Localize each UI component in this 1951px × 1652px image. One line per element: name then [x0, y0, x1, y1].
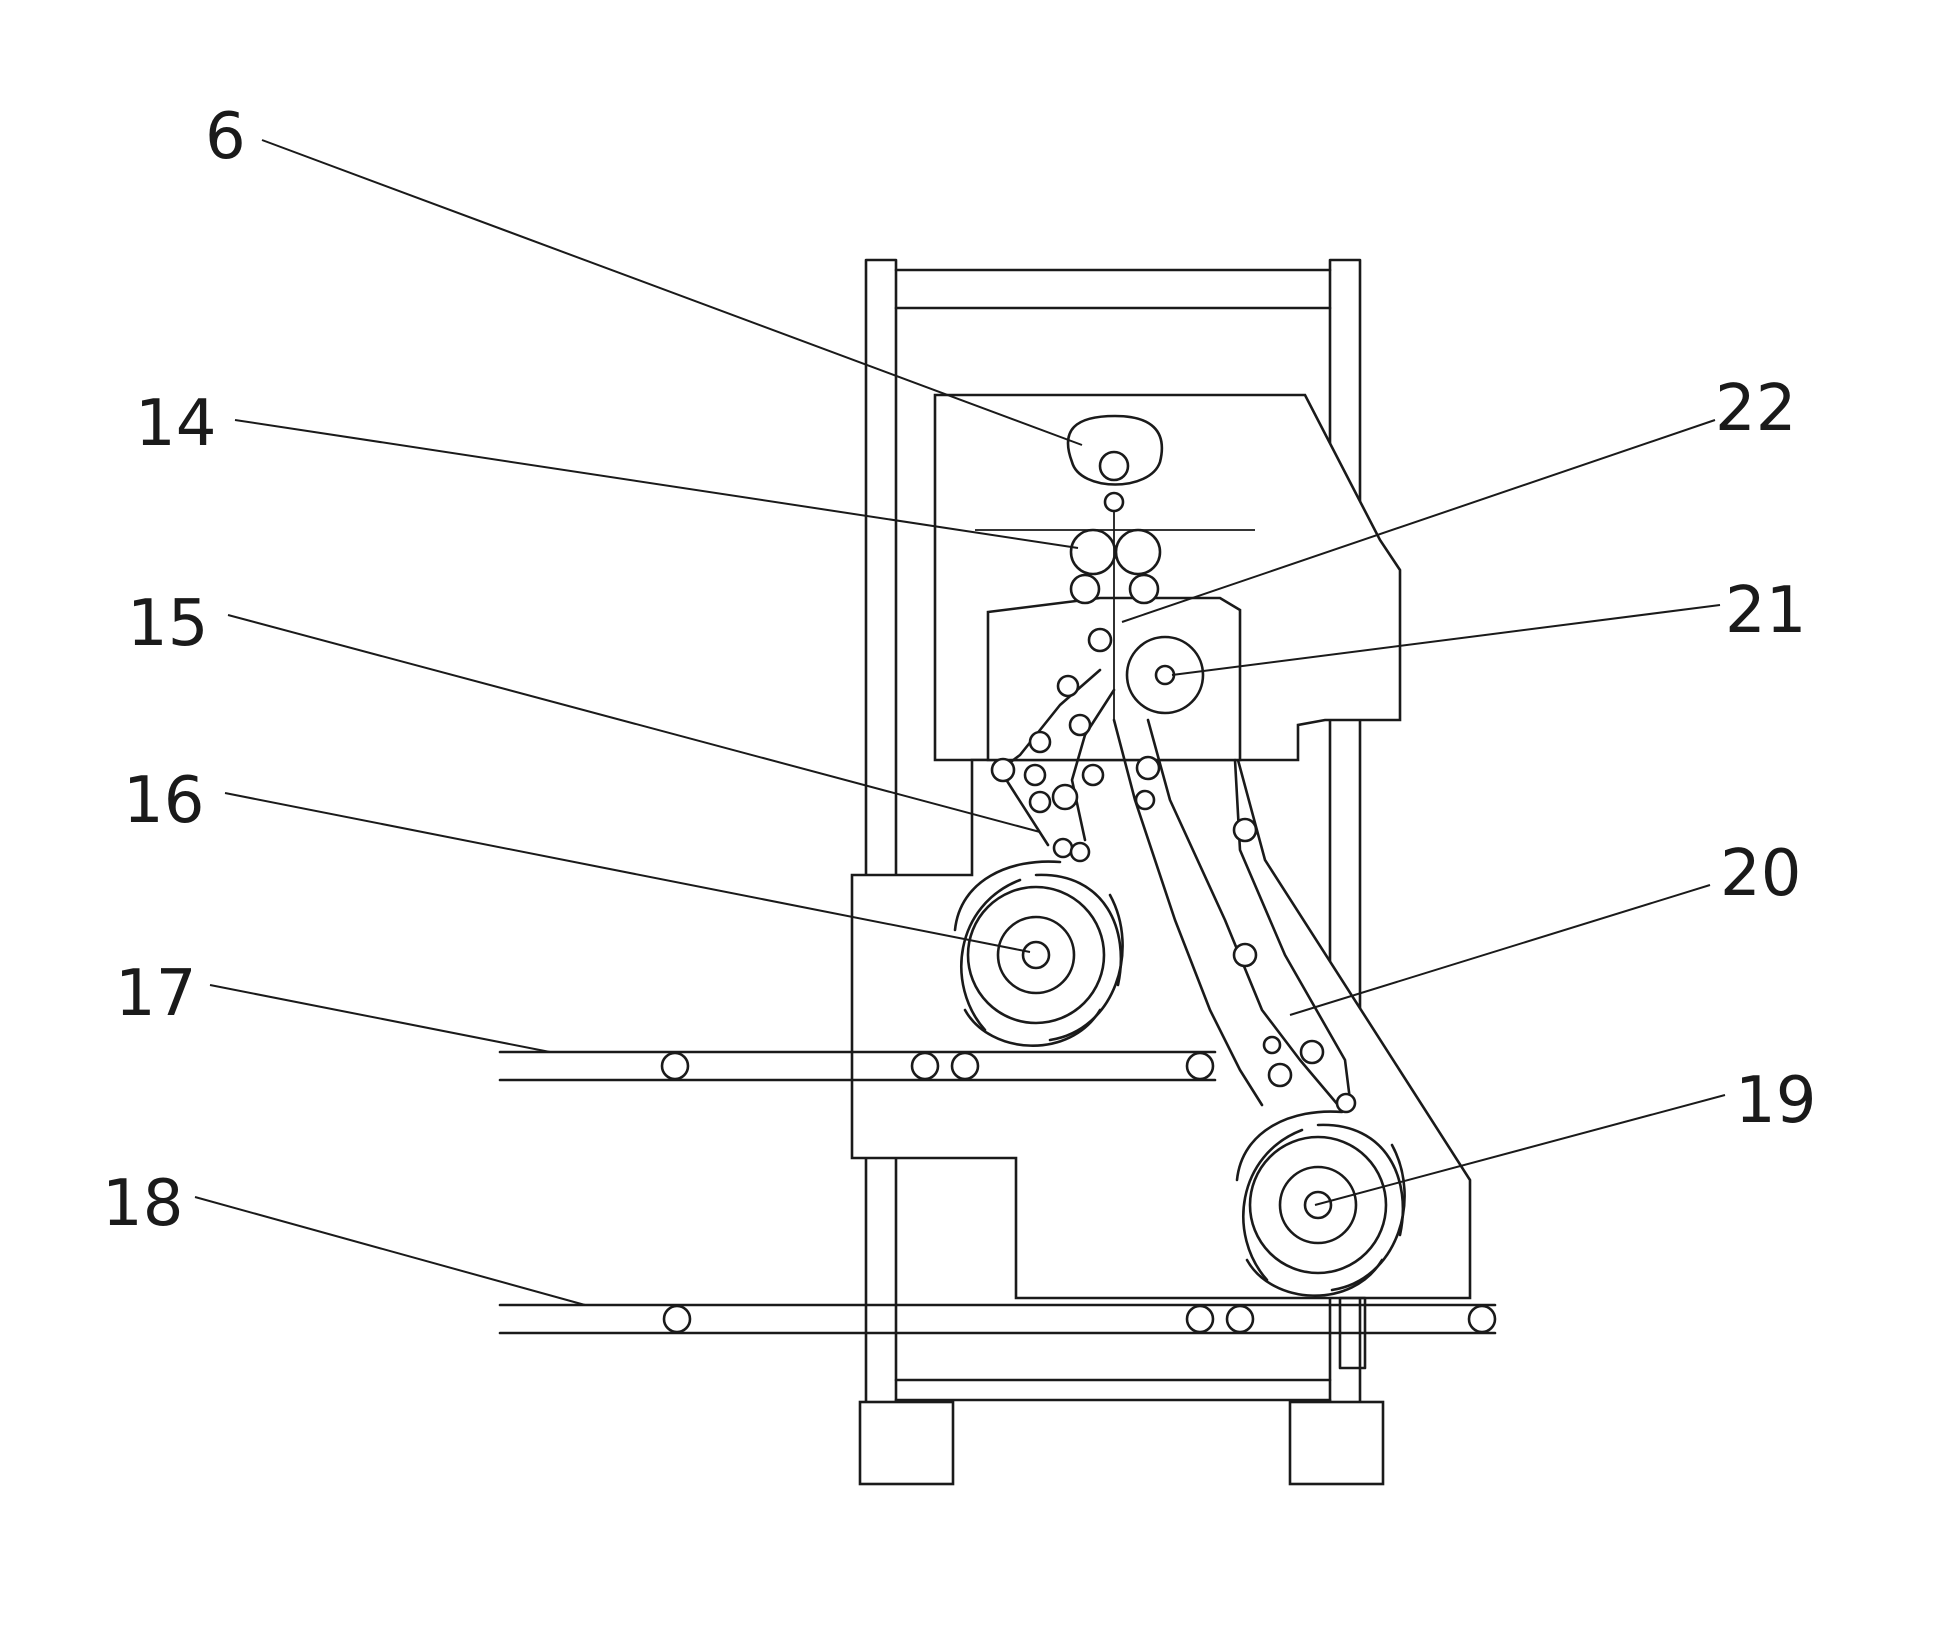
ref-18: 18 — [102, 1167, 183, 1241]
conveyor-18 — [500, 1298, 1495, 1368]
ref-17: 17 — [115, 957, 196, 1031]
ref-22: 22 — [1715, 372, 1796, 446]
ref-15: 15 — [127, 587, 208, 661]
ref-19: 19 — [1735, 1064, 1816, 1138]
ref-21: 21 — [1725, 574, 1806, 648]
ref-20: 20 — [1720, 837, 1801, 911]
ref-6: 6 — [205, 100, 246, 174]
ref-14: 14 — [135, 387, 216, 461]
machine-feet — [860, 1402, 1383, 1484]
ref-16: 16 — [123, 764, 204, 838]
